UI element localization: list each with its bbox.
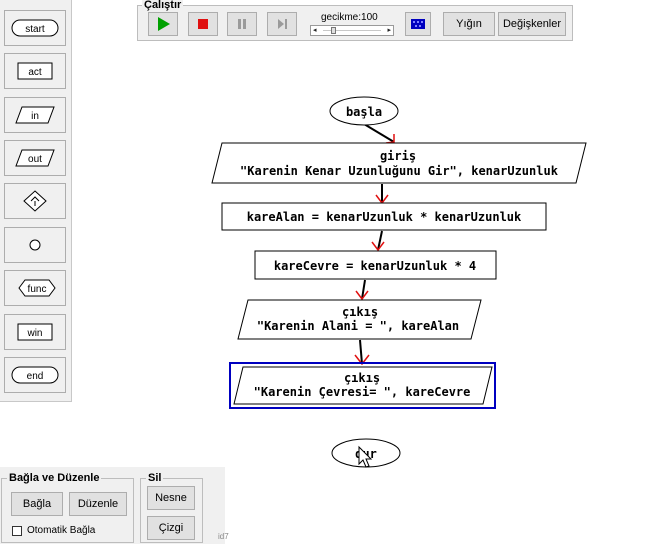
hexagon-shape-icon: func [18,279,56,297]
palette-output-label: out [28,154,42,165]
terminal-shape-icon: start [11,19,59,37]
run-button[interactable] [148,12,178,36]
output-node-area-keyword: çıkış [342,305,378,319]
palette-end-label: end [27,371,44,382]
palette-window-label: win [26,328,42,339]
start-node[interactable]: başla [329,96,399,126]
delete-line-button[interactable]: Çizgi [147,516,195,540]
step-icon [278,19,287,29]
palette-input-label: in [31,111,39,122]
palette-window-button[interactable]: win [4,314,66,350]
pause-icon [238,19,246,29]
run-toolbar: Çalıştır gecikme:100 ◂ ▸ Yığın Değişkenl… [137,0,573,41]
run-group-title: Çalıştır [142,0,184,11]
auto-connect-label: Otomatik Bağla [27,525,96,536]
palette-decision-button[interactable] [4,183,66,219]
slider-left-arrow-icon[interactable]: ◂ [313,27,317,34]
slider-right-arrow-icon[interactable]: ▸ [387,27,391,34]
auto-connect-row[interactable]: Otomatik Bağla [12,525,95,536]
connect-button[interactable]: Bağla [11,492,63,516]
palette-start-button[interactable]: start [4,10,66,46]
stack-button[interactable]: Yığın [443,12,495,36]
decision-icon [23,190,47,212]
palette-start-label: start [25,24,45,35]
slider-track [323,30,381,31]
parallelogram-shape-icon: in [15,106,55,124]
palette-function-label: func [28,284,47,295]
terminal-shape-icon: end [11,366,59,384]
delete-panel-title: Sil [146,472,164,484]
stop-icon [198,19,208,29]
palette-end-button[interactable]: end [4,357,66,393]
output-node-perimeter-text: "Karenin Çevresi= ", kareCevre [254,385,471,399]
input-node[interactable]: giriş "Karenin Kenar Uzunluğunu Gir", ke… [211,142,587,184]
palette-input-button[interactable]: in [4,97,66,133]
input-node-keyword: giriş [380,149,416,163]
palette-connector-button[interactable] [4,227,66,263]
output-node-area[interactable]: çıkış "Karenin Alani = ", kareAlan [237,299,482,340]
mouse-cursor-icon [358,445,373,468]
connector-line[interactable] [377,230,383,251]
bottom-toolbar: Bağla ve Düzenle Bağla Düzenle Otomatik … [0,467,225,544]
rectangle-shape-icon: win [17,323,53,341]
stop-button[interactable] [188,12,218,36]
play-icon [158,17,170,31]
delete-object-button[interactable]: Nesne [147,486,195,510]
output-node-perimeter[interactable]: çıkış "Karenin Çevresi= ", kareCevre [229,362,496,409]
variables-button[interactable]: Değişkenler [498,12,566,36]
edit-button[interactable]: Düzenle [69,492,127,516]
process-node-area-text: kareAlan = kenarUzunluk * kenarUzunluk [247,210,522,224]
grid-icon [411,19,425,29]
palette-output-button[interactable]: out [4,140,66,176]
connect-edit-title: Bağla ve Düzenle [7,472,102,484]
connect-edit-panel: Bağla ve Düzenle Bağla Düzenle Otomatik … [1,472,134,543]
output-node-perimeter-keyword: çıkış [344,371,380,385]
palette-act-button[interactable]: act [4,53,66,89]
connector-line[interactable] [363,123,395,143]
auto-connect-checkbox[interactable] [12,525,22,536]
output-node-area-text: "Karenin Alani = ", kareAlan [257,319,459,333]
rectangle-shape-icon: act [17,62,53,80]
grid-button[interactable] [405,12,431,36]
delete-panel: Sil Nesne Çizgi [140,472,203,543]
start-node-label: başla [346,105,382,119]
process-node-area[interactable]: kareAlan = kenarUzunluk * kenarUzunluk [221,202,547,231]
speed-label: gecikme:100 [321,12,378,23]
shape-palette: start act in out func [0,0,72,402]
step-button[interactable] [267,12,297,36]
pause-button[interactable] [227,12,257,36]
palette-function-button[interactable]: func [4,270,66,306]
process-node-perimeter-text: kareCevre = kenarUzunluk * 4 [274,259,476,273]
status-id: id7 [218,532,229,541]
connector-line[interactable] [359,339,363,365]
connector-line[interactable] [361,279,366,300]
speed-slider[interactable]: ◂ ▸ [310,25,394,36]
slider-thumb[interactable] [330,27,336,34]
input-node-text: "Karenin Kenar Uzunluğunu Gir", kenarUzu… [240,164,559,178]
palette-act-label: act [28,67,42,78]
connector-icon [29,239,41,251]
parallelogram-shape-icon: out [15,149,55,167]
process-node-perimeter[interactable]: kareCevre = kenarUzunluk * 4 [254,250,497,280]
arrow-head-icon [371,241,385,252]
selection-highlight [229,362,496,409]
arrow-head-icon [355,290,369,301]
